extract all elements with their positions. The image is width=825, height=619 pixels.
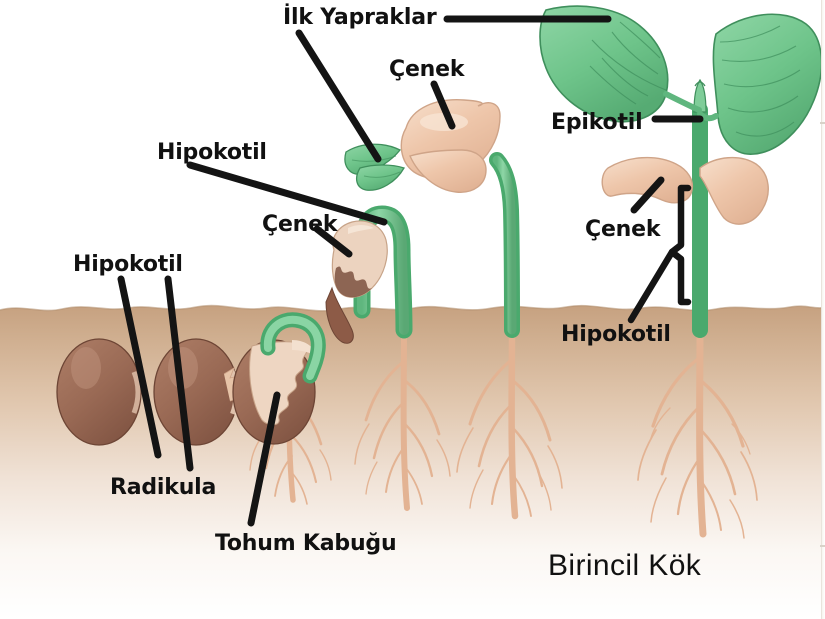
stage-3-hook xyxy=(232,312,332,505)
page-edge-sliver xyxy=(821,0,825,619)
label-epikotil: Epikotil xyxy=(551,110,643,135)
label-radikula: Radikula xyxy=(110,475,217,500)
stage-5-cotyledons xyxy=(344,99,563,520)
label-hipokotil-middle: Hipokotil xyxy=(157,140,267,165)
stage-4-emerging xyxy=(325,205,451,511)
label-tohum-kabugu: Tohum Kabuğu xyxy=(215,531,397,556)
page-edge-line xyxy=(821,0,822,619)
page-edge-tick-top xyxy=(820,122,825,124)
label-cenek-middle: Çenek xyxy=(262,212,338,237)
label-birincil-kok: Birincil Kök xyxy=(548,549,702,582)
label-hipokotil-right: Hipokotil xyxy=(561,322,671,347)
stage-1-seed xyxy=(56,338,142,446)
stage-6-seedling xyxy=(539,5,823,539)
page-edge-tick-bottom xyxy=(820,545,825,547)
label-cenek-right: Çenek xyxy=(585,217,661,242)
label-ilk-yapraklar: İlk Yapraklar xyxy=(283,5,437,30)
label-hipokotil-left: Hipokotil xyxy=(73,252,183,277)
hypocotyl-bracket xyxy=(627,184,692,324)
label-cenek-top: Çenek xyxy=(389,57,465,82)
